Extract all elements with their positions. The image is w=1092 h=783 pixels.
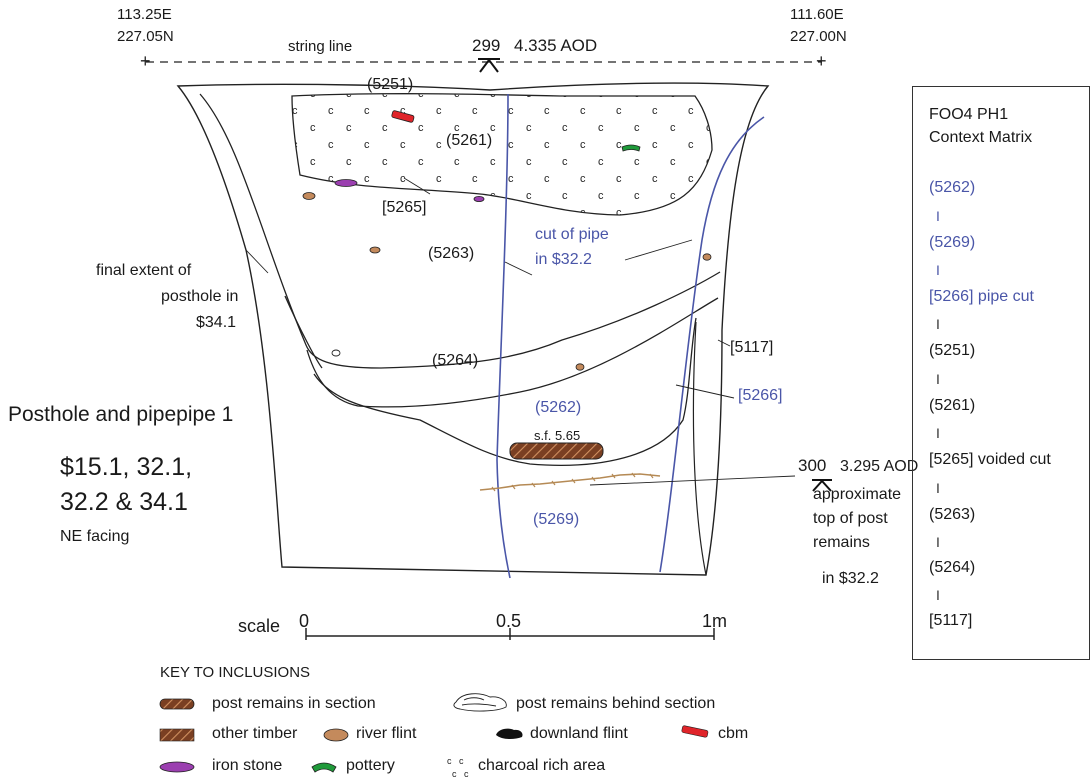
key-downland-flint: downland flint: [530, 725, 628, 742]
svg-text:c: c: [447, 756, 452, 766]
context-matrix-panel: [912, 86, 1090, 660]
river-flint-inclusion: [702, 253, 712, 261]
approx-top-line-4: in $32.2: [822, 570, 879, 587]
right-easting: 111.60E: [790, 6, 844, 23]
matrix-separator: I: [936, 262, 940, 278]
svg-text:c: c: [452, 769, 457, 779]
post-behind-section-swatch: [453, 693, 507, 712]
matrix-item: (5262): [929, 179, 976, 196]
context-5261: (5261): [446, 132, 493, 150]
svg-text:+: +: [816, 51, 827, 71]
svg-text:c: c: [459, 756, 464, 766]
matrix-item: (5251): [929, 342, 976, 359]
matrix-separator: I: [936, 587, 940, 603]
scale-label: scale: [238, 616, 281, 636]
matrix-item: (5261): [929, 397, 976, 414]
key-charcoal: charcoal rich area: [478, 757, 606, 774]
final-extent-line-1: final extent of: [96, 262, 192, 279]
pottery-inclusion: [621, 144, 641, 152]
pipe-cut-right: [659, 116, 765, 573]
context-5263: (5263): [428, 245, 475, 262]
matrix-separator: I: [936, 371, 940, 387]
matrix-title-line-1: FOO4 PH1: [929, 106, 1009, 123]
context-5251: (5251): [367, 76, 414, 93]
final-extent-line-2: posthole in: [161, 288, 239, 305]
matrix-item: (5264): [929, 559, 976, 576]
scale-tick-1m: 1m: [702, 611, 728, 631]
approx-top-line-1: approximate: [813, 486, 902, 503]
scale-tick-0: 0: [299, 611, 310, 631]
river-flint-inclusion: [575, 363, 585, 371]
iron-stone-inclusion: [473, 195, 485, 202]
cbm-inclusion: [391, 110, 415, 123]
context-5264: (5264): [432, 352, 479, 369]
key-post-behind-section: post remains behind section: [516, 695, 716, 712]
context-5262: (5262): [535, 399, 582, 416]
charcoal-area: [291, 93, 713, 216]
river-flint-swatch: [323, 728, 349, 742]
other-timber-swatch: [159, 728, 195, 742]
post-remains: [509, 442, 604, 460]
pipe-cut-left: [496, 93, 511, 579]
datum-lower-value: 3.295 AOD: [840, 458, 919, 475]
key-river-flint: river flint: [356, 725, 417, 742]
datum-lower-number: 300: [798, 456, 827, 475]
cbm-swatch: [681, 725, 709, 738]
right-northing: 227.00N: [790, 28, 847, 45]
context-5265: [5265]: [382, 199, 427, 216]
key-pottery: pottery: [346, 757, 395, 774]
small-find-label: s.f. 5.65: [534, 428, 581, 443]
svg-text:+: +: [140, 51, 151, 71]
scale-tick-0-5: 0.5: [496, 611, 522, 631]
matrix-item: [5266] pipe cut: [929, 288, 1034, 305]
stone-inclusion: [331, 349, 341, 357]
river-flint-inclusion: [369, 246, 381, 254]
downland-flint-swatch: [496, 728, 523, 740]
approx-top-line-2: top of post: [813, 510, 888, 527]
matrix-separator: I: [936, 534, 940, 550]
posthole-outline: [176, 82, 770, 576]
drawing-heading: Posthole and pipepipe 1: [8, 403, 234, 426]
pipe-note-line-2: in $32.2: [535, 251, 592, 268]
matrix-item: (5269): [929, 234, 976, 251]
post-top-line: [479, 473, 661, 491]
svg-text:c: c: [464, 769, 469, 779]
river-flint-inclusion: [302, 192, 316, 200]
drawing-contexts-line-1: $15.1, 32.1,: [60, 453, 193, 481]
string-line-label: string line: [288, 38, 353, 55]
context-5117: [5117]: [730, 339, 774, 356]
key-post-in-section: post remains in section: [212, 695, 376, 712]
facing-note: NE facing: [60, 528, 130, 545]
matrix-separator: I: [936, 316, 940, 332]
key-other-timber: other timber: [212, 725, 298, 742]
datum-top-value: 4.335 AOD: [514, 36, 598, 55]
matrix-item: (5263): [929, 506, 976, 523]
left-northing: 227.05N: [117, 28, 174, 45]
left-easting: 113.25E: [117, 6, 172, 23]
drawing-contexts-line-2: 32.2 & 34.1: [60, 488, 188, 516]
datum-top-number: 299: [472, 36, 501, 55]
final-extent-line-3: $34.1: [196, 314, 237, 331]
context-5269: (5269): [533, 511, 580, 528]
pipe-note-line-1: cut of pipe: [535, 226, 609, 243]
key-cbm: cbm: [718, 725, 749, 742]
matrix-separator: I: [936, 208, 940, 224]
iron-stone-swatch: [159, 761, 195, 773]
matrix-title-line-2: Context Matrix: [929, 129, 1033, 146]
matrix-separator: I: [936, 480, 940, 496]
approx-top-line-3: remains: [813, 534, 870, 551]
key-heading: KEY TO INCLUSIONS: [160, 664, 311, 681]
post-in-section-swatch: [159, 698, 195, 710]
iron-stone-inclusion: [334, 179, 358, 187]
matrix-separator: I: [936, 425, 940, 441]
context-5266: [5266]: [738, 387, 783, 404]
key-iron-stone: iron stone: [212, 757, 283, 774]
matrix-item: [5265] voided cut: [929, 451, 1051, 468]
matrix-item: [5117]: [929, 612, 973, 629]
pottery-swatch: [311, 762, 337, 773]
